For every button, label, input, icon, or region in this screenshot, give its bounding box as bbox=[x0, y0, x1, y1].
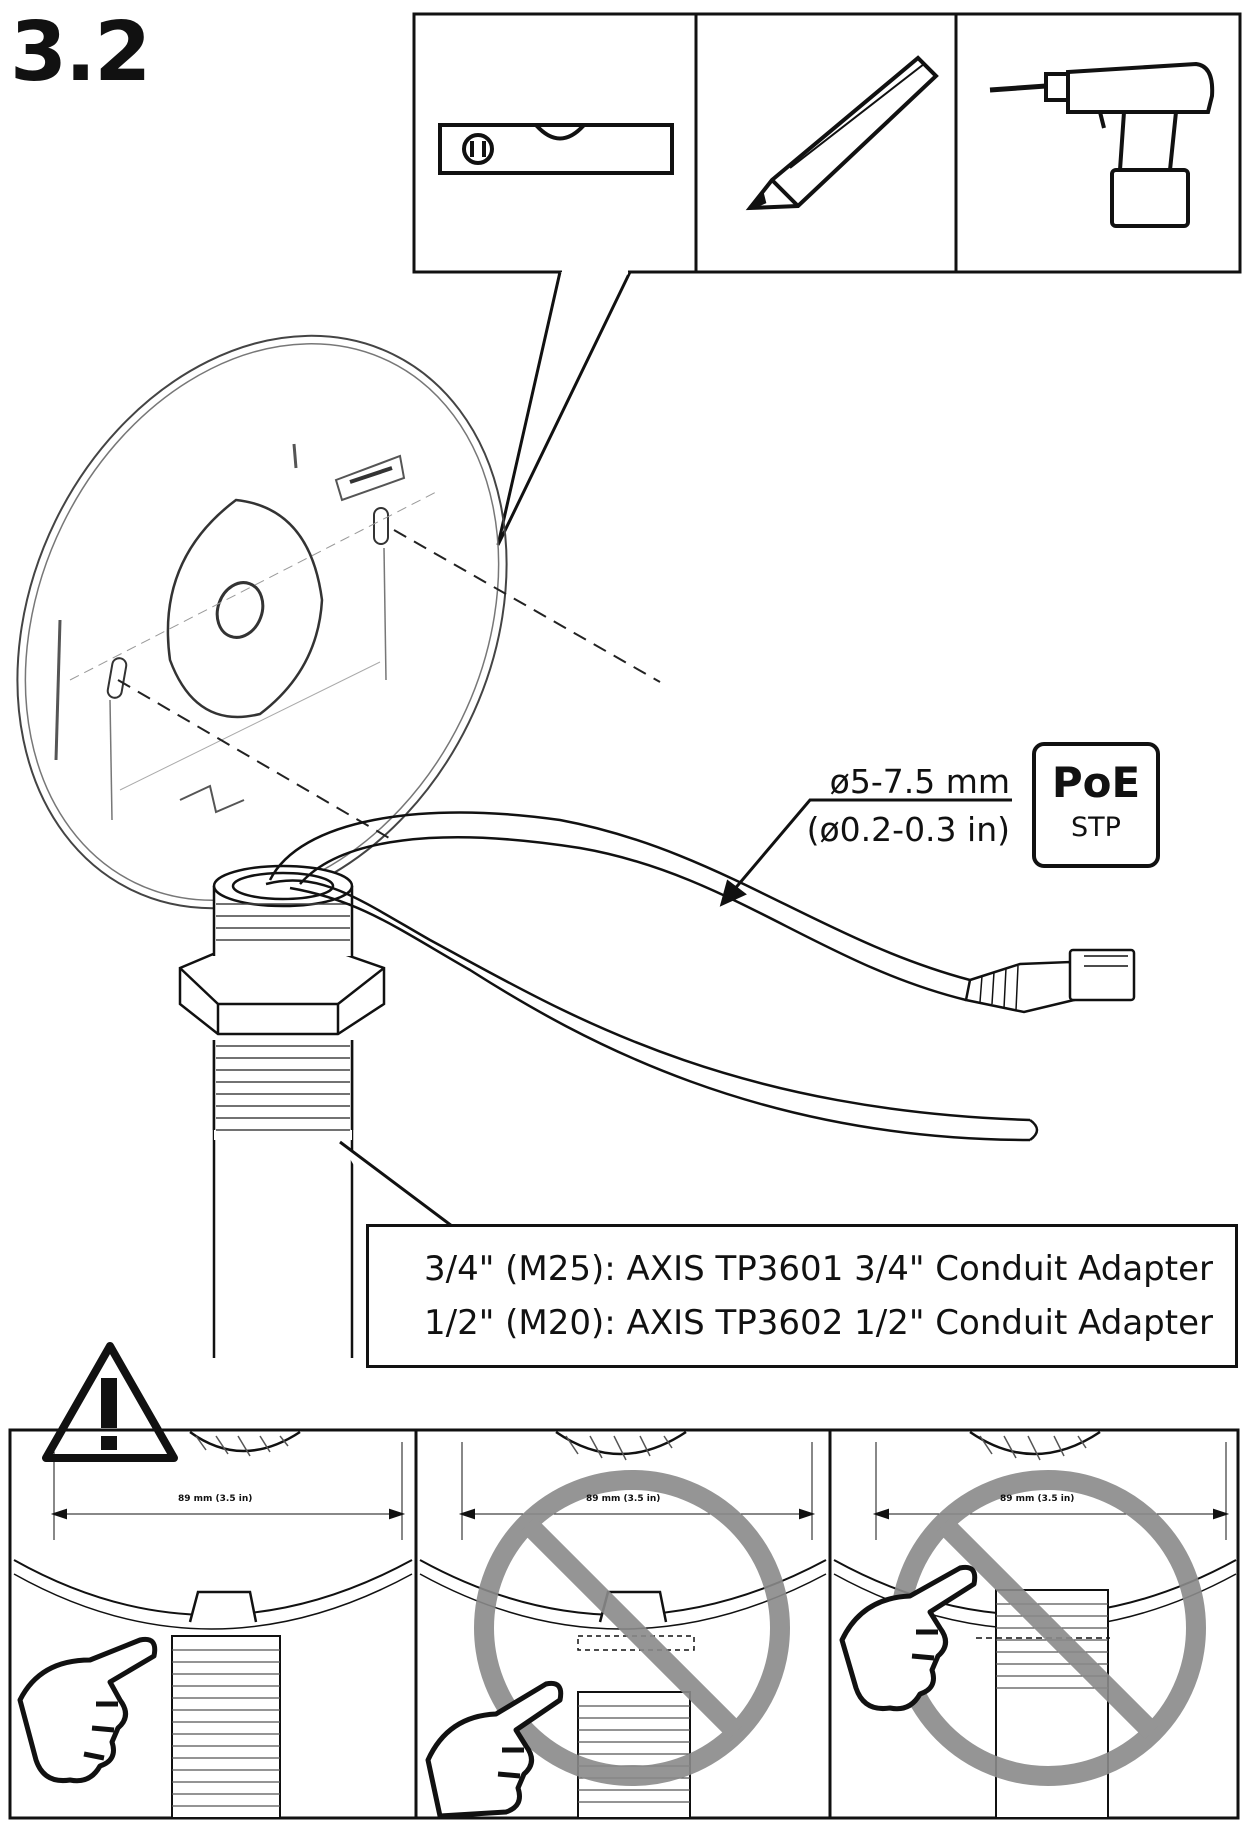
adapter-line-1-2: 1/2" (M20): AXIS TP3602 1/2" Conduit Ada… bbox=[424, 1303, 1213, 1343]
pointing-hand-icon bbox=[17, 1636, 158, 1784]
dimension-label: 89 mm (3.5 in) bbox=[178, 1494, 253, 1504]
panel-correct bbox=[13, 1430, 413, 1819]
cable-spec-pointer bbox=[719, 798, 1012, 907]
cable-spec: ø5-7.5 mm (ø0.2-0.3 in) bbox=[780, 758, 1010, 854]
pointing-hand-icon bbox=[839, 1564, 978, 1712]
poe-subtitle: STP bbox=[1071, 812, 1121, 843]
rj45-connector-icon bbox=[964, 948, 1136, 1014]
dimension-label: 89 mm (3.5 in) bbox=[1000, 1494, 1075, 1504]
network-cable bbox=[265, 811, 1039, 1142]
conduit-pipe bbox=[178, 864, 386, 1358]
warning-icon bbox=[42, 1342, 178, 1462]
poe-badge: PoE STP bbox=[1032, 742, 1160, 868]
tools-callout bbox=[412, 12, 1242, 546]
drill-icon bbox=[989, 61, 1215, 228]
cable-diameter-mm: ø5-7.5 mm bbox=[829, 762, 1010, 801]
pointing-hand-icon bbox=[425, 1680, 564, 1819]
prohibition-icon bbox=[474, 1470, 790, 1786]
cable-diameter-in: (ø0.2-0.3 in) bbox=[806, 810, 1010, 849]
poe-title: PoE bbox=[1051, 758, 1141, 807]
alignment-lines bbox=[117, 529, 661, 843]
dimension-label: 89 mm (3.5 in) bbox=[586, 1494, 661, 1504]
spirit-level-icon bbox=[438, 123, 674, 175]
adapter-line-3-4: 3/4" (M25): AXIS TP3601 3/4" Conduit Ada… bbox=[424, 1249, 1213, 1289]
adapter-callout: 3/4" (M25): AXIS TP3601 3/4" Conduit Ada… bbox=[366, 1224, 1238, 1368]
step-number: 3.2 bbox=[10, 5, 151, 100]
adapter-callout-pointer bbox=[339, 1140, 457, 1228]
mounting-plate bbox=[16, 334, 508, 910]
pencil-icon bbox=[745, 55, 939, 211]
